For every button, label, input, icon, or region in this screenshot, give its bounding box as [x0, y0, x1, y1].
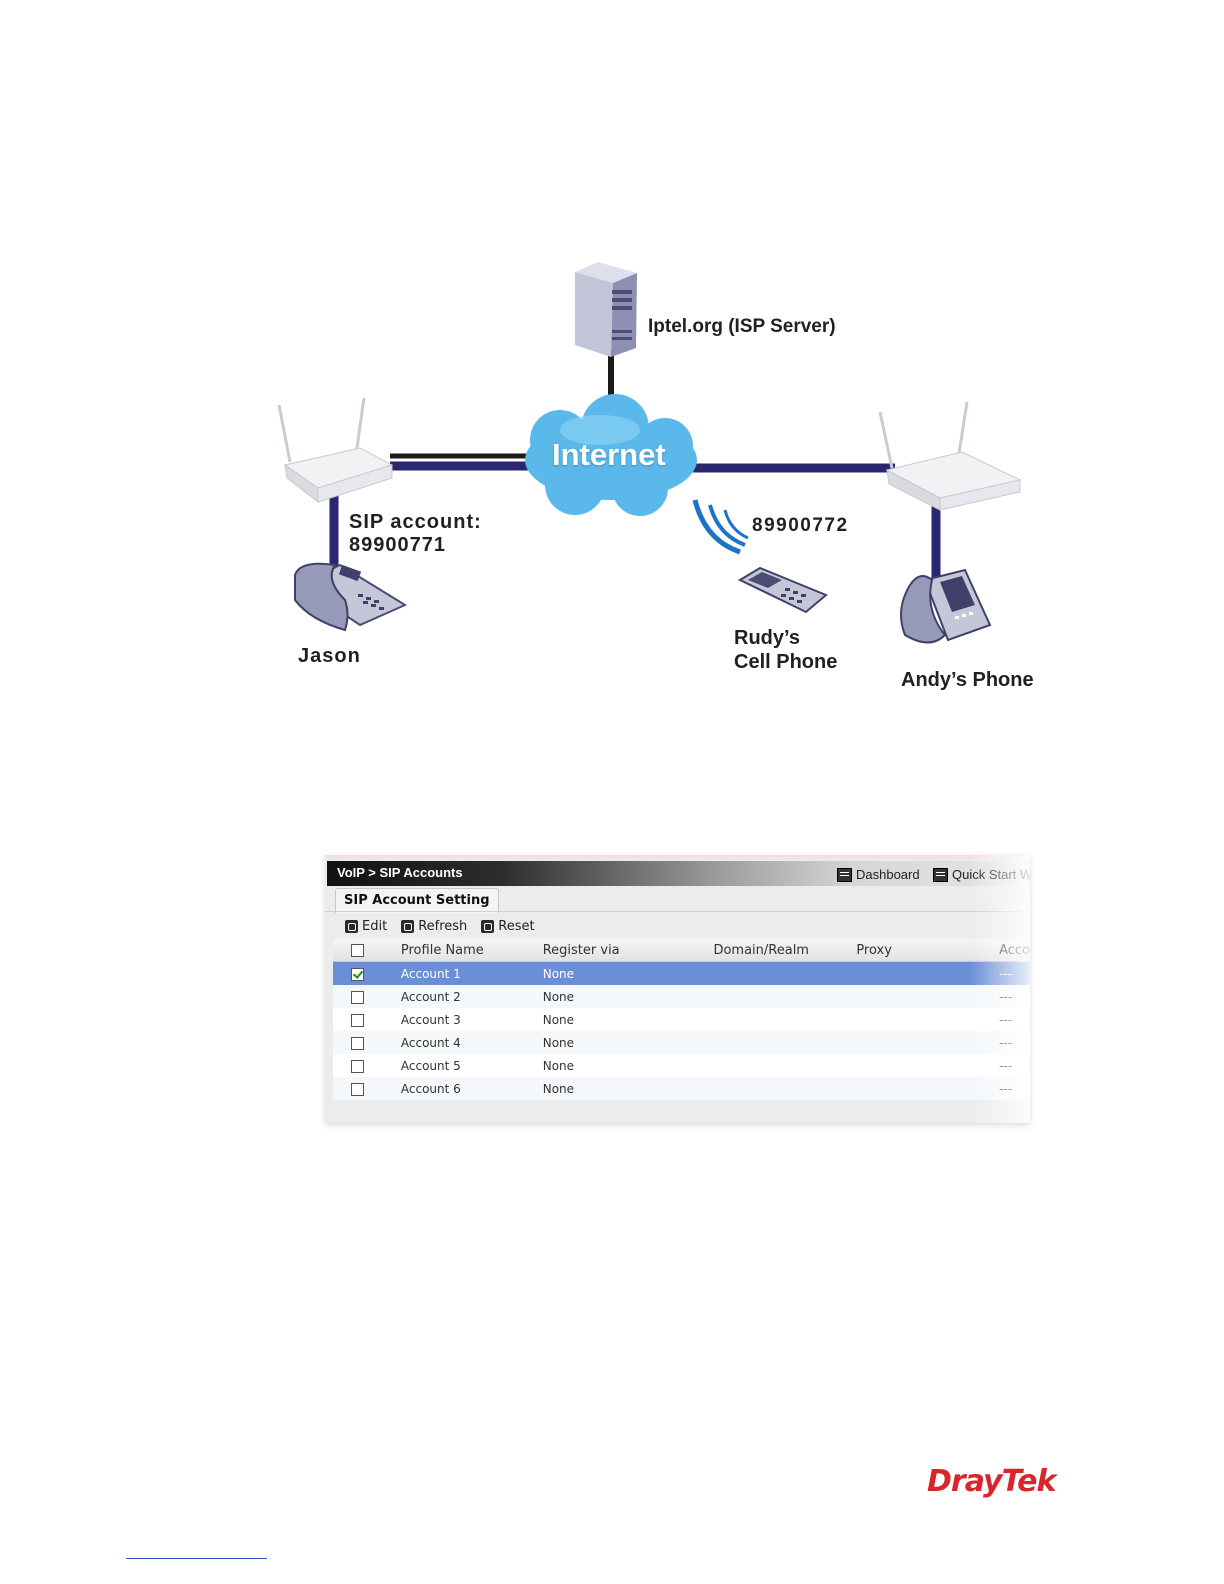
row-checkbox[interactable]	[351, 967, 364, 981]
rudy-cell-phone-label: Cell Phone	[734, 651, 838, 673]
proxy-cell	[856, 985, 1000, 1008]
reset-icon	[481, 919, 495, 933]
diagram-canvas	[277, 262, 1022, 644]
proxy-cell	[856, 1054, 1000, 1077]
quick-start-label: Quick Start W	[952, 867, 1030, 882]
network-diagram: Iptel.org (ISP Server) Internet SIP acco…	[0, 0, 1224, 720]
cell-number-label: 89900772	[752, 515, 849, 536]
router-icon-right	[878, 401, 1022, 511]
account-cell: ---	[999, 1054, 1030, 1077]
desk-phone-icon-andy	[900, 568, 992, 644]
quick-start-link[interactable]: Quick Start W	[933, 867, 1030, 882]
proxy-cell	[856, 1008, 1000, 1031]
column-account[interactable]: Acco	[999, 939, 1030, 962]
select-all-checkbox[interactable]	[351, 943, 364, 957]
sip-accounts-table: Profile Name Register via Domain/Realm P…	[333, 939, 1030, 1100]
domain-cell	[713, 1077, 857, 1100]
server-icon	[575, 262, 637, 357]
dashboard-link[interactable]: Dashboard	[837, 867, 920, 882]
breadcrumb: VoIP > SIP Accounts	[337, 865, 463, 880]
desk-phone-icon-jason	[294, 562, 408, 632]
title-bar: VoIP > SIP Accounts Dashboard Quick Star…	[327, 861, 1030, 886]
jason-label: Jason	[298, 645, 361, 667]
cell-phone-icon	[737, 566, 828, 614]
register-via-cell: None	[542, 985, 714, 1008]
draytek-logo: DrayTek	[927, 1464, 1056, 1499]
reset-label: Reset	[498, 918, 535, 934]
account-cell: ---	[999, 1008, 1030, 1031]
domain-cell	[713, 1054, 857, 1077]
row-checkbox[interactable]	[351, 1013, 364, 1027]
dashboard-icon	[837, 867, 852, 882]
refresh-button[interactable]: Refresh	[401, 916, 467, 936]
domain-cell	[713, 985, 857, 1008]
edit-label: Edit	[362, 918, 388, 934]
proxy-cell	[856, 1077, 1000, 1100]
internet-label: Internet	[552, 437, 666, 472]
table-row[interactable]: Account 3 None ---	[333, 1008, 1030, 1031]
table-row[interactable]: Account 1 None ---	[333, 961, 1030, 985]
dashboard-label: Dashboard	[856, 867, 920, 882]
account-cell: ---	[999, 985, 1030, 1008]
tab-label: SIP Account Setting	[344, 893, 490, 908]
profile-name-cell: Account 1	[400, 961, 543, 985]
domain-cell	[713, 1031, 857, 1054]
jason-sip-account-label: SIP account:	[349, 511, 482, 533]
wizard-icon	[933, 867, 948, 882]
internet-cloud-icon	[525, 394, 697, 516]
register-via-cell: None	[542, 961, 714, 985]
sip-accounts-screenshot: VoIP > SIP Accounts Dashboard Quick Star…	[325, 855, 1030, 1123]
row-checkbox[interactable]	[351, 1082, 364, 1096]
profile-name-cell: Account 4	[400, 1031, 543, 1054]
refresh-label: Refresh	[418, 918, 468, 934]
row-checkbox[interactable]	[351, 990, 364, 1004]
domain-cell	[713, 961, 857, 985]
isp-server-label: Iptel.org (ISP Server)	[648, 316, 836, 337]
account-cell: ---	[999, 961, 1030, 985]
table-row[interactable]: Account 6 None ---	[333, 1077, 1030, 1100]
reset-button[interactable]: Reset	[481, 916, 535, 936]
account-cell: ---	[999, 1031, 1030, 1054]
andy-phone-label: Andy’s Phone	[901, 669, 1034, 691]
table-row[interactable]: Account 5 None ---	[333, 1054, 1030, 1077]
refresh-icon	[401, 919, 415, 933]
register-via-cell: None	[542, 1077, 714, 1100]
row-checkbox[interactable]	[351, 1059, 364, 1073]
router-icon-left	[277, 397, 394, 504]
register-via-cell: None	[542, 1008, 714, 1031]
select-all-header[interactable]	[333, 939, 401, 962]
edit-button[interactable]: Edit	[345, 916, 387, 936]
column-proxy[interactable]: Proxy	[856, 939, 1000, 962]
domain-cell	[713, 1008, 857, 1031]
profile-name-cell: Account 2	[400, 985, 543, 1008]
profile-name-cell: Account 3	[400, 1008, 543, 1031]
register-via-cell: None	[542, 1031, 714, 1054]
column-profile-name[interactable]: Profile Name	[400, 939, 543, 962]
jason-sip-number-label: 89900771	[349, 534, 446, 556]
row-checkbox[interactable]	[351, 1036, 364, 1050]
column-domain-realm[interactable]: Domain/Realm	[713, 939, 857, 962]
table-header: Profile Name Register via Domain/Realm P…	[333, 939, 1030, 962]
profile-name-cell: Account 5	[400, 1054, 543, 1077]
rudy-name-label: Rudy’s	[734, 627, 800, 649]
toolbar: Edit Refresh Reset	[345, 916, 535, 936]
table-row[interactable]: Account 4 None ---	[333, 1031, 1030, 1054]
edit-icon	[345, 919, 358, 933]
footer-link-underline	[126, 1558, 267, 1559]
account-cell: ---	[999, 1077, 1030, 1100]
proxy-cell	[856, 1031, 1000, 1054]
column-register-via[interactable]: Register via	[542, 939, 714, 962]
table-row[interactable]: Account 2 None ---	[333, 985, 1030, 1008]
profile-name-cell: Account 6	[400, 1077, 543, 1100]
register-via-cell: None	[542, 1054, 714, 1077]
tab-sip-account-setting[interactable]: SIP Account Setting	[335, 888, 499, 913]
proxy-cell	[856, 961, 1000, 985]
wireless-signal-icon	[692, 499, 749, 555]
